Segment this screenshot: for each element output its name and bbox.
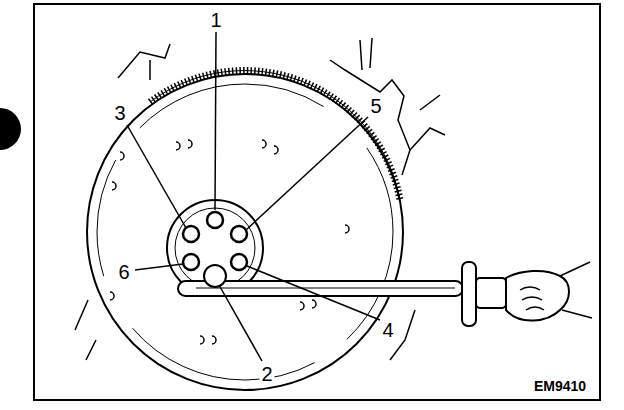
callout-number: 3 (112, 102, 127, 124)
ring-gear-edge (150, 71, 400, 200)
binding-mark (0, 108, 21, 150)
flywheel-holes (110, 140, 349, 344)
leader-lines (127, 32, 380, 361)
flywheel (87, 74, 403, 390)
figure-code: EM9410 (532, 378, 588, 394)
ring-gear (150, 71, 400, 200)
frame (34, 4, 600, 400)
callout-number: 5 (368, 95, 383, 117)
callout-number: 1 (208, 9, 223, 31)
callout-number: 4 (380, 319, 395, 341)
callout-number: 6 (116, 261, 131, 283)
torque-wrench (178, 262, 592, 326)
hub-ring (175, 208, 255, 288)
flywheel-inner-edge (97, 84, 393, 380)
callout-number: 2 (259, 363, 274, 385)
